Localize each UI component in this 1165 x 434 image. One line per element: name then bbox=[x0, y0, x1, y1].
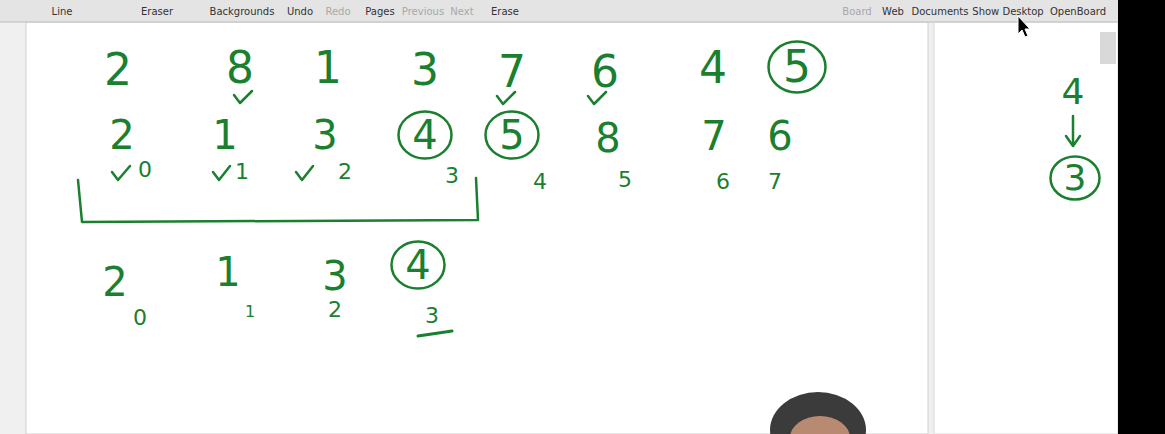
circled-value: 4 bbox=[412, 115, 437, 155]
mouse-cursor bbox=[1018, 16, 1030, 37]
presenter-photo bbox=[770, 392, 866, 434]
handwritten-number: 4 bbox=[533, 171, 547, 193]
toolbar-border bbox=[0, 22, 1118, 23]
circle-stroke bbox=[1051, 157, 1100, 200]
circled-number: 5 bbox=[767, 40, 827, 94]
board-canvas bbox=[26, 22, 928, 434]
circle-stroke bbox=[392, 242, 445, 289]
underline bbox=[418, 331, 452, 336]
handwritten-number: 1 bbox=[314, 46, 342, 90]
check-mark bbox=[234, 91, 252, 103]
handwritten-number: 1 bbox=[212, 115, 237, 155]
arrow-line bbox=[1072, 116, 1075, 144]
toolbar-label: Backgrounds bbox=[210, 7, 275, 17]
handwritten-number: 1 bbox=[235, 161, 249, 183]
handwritten-number: 2 bbox=[328, 299, 342, 321]
toolbar-label: Next bbox=[450, 7, 473, 17]
toolbar-label: Redo bbox=[325, 7, 350, 17]
arrow-head bbox=[1066, 136, 1080, 146]
handwritten-number: 2 bbox=[104, 48, 132, 92]
circled-value: 4 bbox=[405, 245, 430, 285]
handwritten-number: 2 bbox=[338, 161, 352, 183]
bracket bbox=[78, 178, 478, 222]
handwritten-number: 4 bbox=[699, 46, 727, 90]
handwritten-number: 0 bbox=[133, 307, 147, 329]
handwritten-number: 6 bbox=[767, 116, 792, 156]
toolbar bbox=[0, 0, 1118, 22]
handwritten-number: 7 bbox=[768, 171, 782, 193]
handwritten-number: 4 bbox=[1062, 74, 1085, 110]
handwritten-number: 0 bbox=[138, 159, 152, 181]
circled-number: 3 bbox=[1049, 155, 1101, 201]
handwritten-number: 8 bbox=[595, 118, 620, 158]
handwritten-number: 7 bbox=[701, 116, 726, 156]
handwritten-number: 3 bbox=[322, 256, 347, 296]
toolbar-label: Eraser bbox=[141, 7, 173, 17]
handwritten-number: 3 bbox=[411, 48, 439, 92]
handwritten-number: 1 bbox=[245, 304, 255, 320]
toolbar-label: Undo bbox=[287, 7, 313, 17]
handwritten-number: 1 bbox=[215, 252, 240, 292]
handwritten-number: 7 bbox=[498, 50, 526, 94]
circle-stroke bbox=[769, 42, 826, 93]
toolbar-label: Web bbox=[882, 7, 904, 17]
check-mark bbox=[213, 166, 230, 180]
toolbar-label: Previous bbox=[402, 7, 444, 17]
panel-tab bbox=[1100, 32, 1116, 64]
toolbar-label: OpenBoard bbox=[1050, 7, 1106, 17]
handwritten-number: 8 bbox=[226, 46, 254, 90]
toolbar-label: Show Desktop bbox=[972, 7, 1043, 17]
handwritten-number: 3 bbox=[425, 305, 439, 327]
handwritten-number: 6 bbox=[591, 50, 619, 94]
circled-number: 4 bbox=[390, 240, 446, 290]
screen-border bbox=[1118, 0, 1165, 434]
circled-number: 5 bbox=[484, 110, 540, 160]
handwritten-number: 2 bbox=[109, 115, 134, 155]
toolbar-label: Pages bbox=[365, 7, 394, 17]
handwritten-number: 3 bbox=[312, 115, 337, 155]
circled-number: 4 bbox=[397, 110, 453, 160]
side-panel bbox=[934, 22, 1118, 434]
handwritten-number: 2 bbox=[102, 262, 127, 302]
circle-stroke bbox=[486, 112, 539, 159]
handwritten-number: 5 bbox=[618, 169, 632, 191]
toolbar-label: Erase bbox=[491, 7, 519, 17]
check-mark bbox=[112, 166, 130, 180]
circled-value: 3 bbox=[1064, 160, 1087, 196]
check-mark bbox=[296, 166, 313, 180]
circle-stroke bbox=[399, 112, 452, 159]
handwritten-number: 6 bbox=[716, 171, 730, 193]
toolbar-label: Line bbox=[52, 7, 73, 17]
circled-value: 5 bbox=[783, 45, 811, 89]
handwritten-number: 3 bbox=[445, 165, 459, 187]
toolbar-label: Board bbox=[842, 7, 871, 17]
toolbar-label: Documents bbox=[911, 7, 968, 17]
circled-value: 5 bbox=[499, 115, 524, 155]
